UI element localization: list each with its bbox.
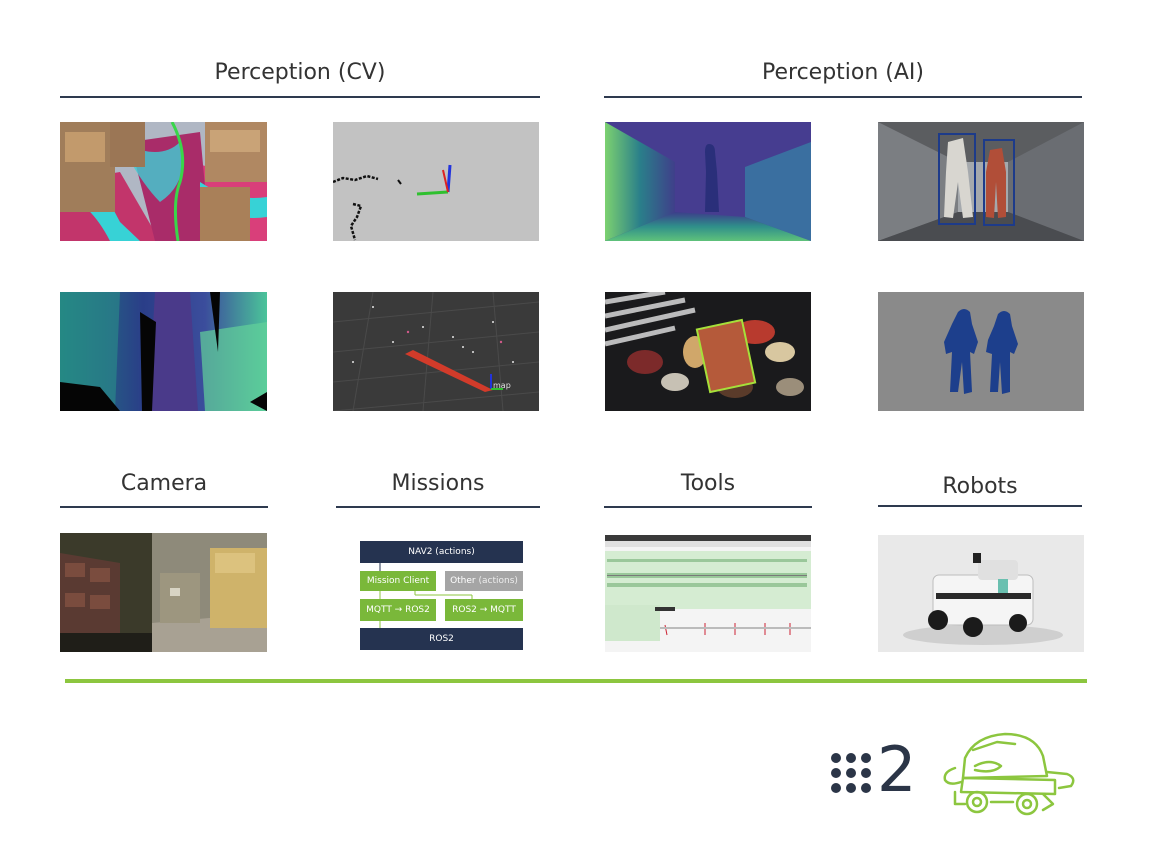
map-frame-label: map [493, 381, 511, 390]
camera-rule [60, 506, 268, 508]
nav2-box: NAV2 (actions) [360, 541, 523, 563]
laser-scan-image [333, 122, 539, 241]
warehouse-camera-image [60, 533, 267, 652]
camera-title: Camera [120, 471, 208, 496]
vslam-map-image: map [333, 292, 539, 411]
perception-cv-rule [60, 96, 540, 98]
tools-title: Tools [680, 471, 736, 496]
tools-rule [604, 506, 812, 508]
depth-pointcloud-image [60, 292, 267, 411]
perception-ai-title: Perception (AI) [761, 60, 924, 85]
amr-robot-image [878, 535, 1084, 652]
mission-client-box: Mission Client [360, 571, 436, 591]
robot-logo-icon [935, 728, 1080, 820]
mqtt-to-ros2-box: MQTT → ROS2 [360, 599, 436, 621]
profiler-timeline-image [605, 535, 811, 652]
segmentation-mask-image [878, 292, 1084, 411]
ros2-to-mqtt-box: ROS2 → MQTT [445, 599, 523, 621]
object-pose-estimation-image [605, 292, 811, 411]
other-label: Other [450, 576, 476, 586]
perception-ai-rule [604, 96, 1082, 98]
other-box: Other (actions) [445, 571, 523, 591]
missions-diagram: NAV2 (actions) Mission Client Other (act… [360, 541, 524, 651]
costmap-3d-image [60, 122, 267, 241]
logo-number: 2 [877, 733, 917, 806]
missions-rule [336, 506, 540, 508]
logo-dots-icon [830, 752, 872, 794]
missions-title: Missions [391, 471, 485, 496]
footer-divider [65, 679, 1087, 683]
depth-estimation-image [605, 122, 811, 241]
people-detection-image [878, 122, 1084, 241]
robots-title: Robots [942, 474, 1018, 499]
ros2-box: ROS2 [360, 628, 523, 650]
robots-rule [878, 505, 1082, 507]
other-suffix: (actions) [478, 576, 518, 586]
perception-cv-title: Perception (CV) [214, 60, 386, 85]
